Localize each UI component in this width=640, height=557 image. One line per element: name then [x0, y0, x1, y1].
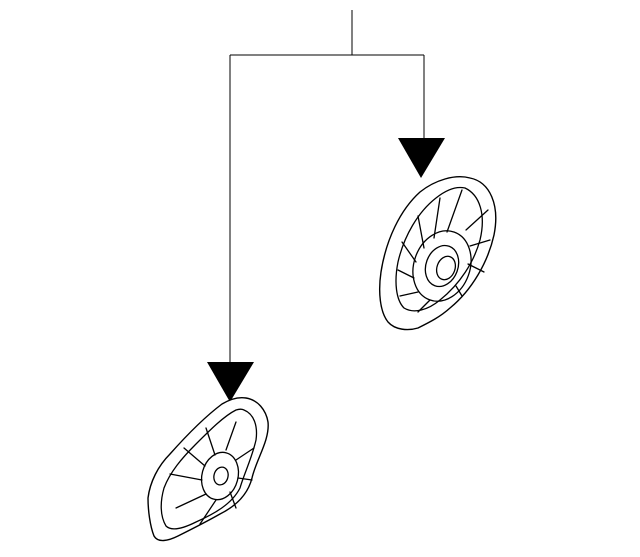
upper-part-hub — [412, 230, 472, 302]
arrow-lower-part — [207, 362, 254, 402]
lower-part-hub — [200, 451, 240, 501]
lower-part-outline — [147, 396, 269, 542]
lower-part-spokes — [169, 421, 255, 525]
upper-part — [379, 176, 497, 331]
lower-part — [147, 396, 269, 542]
arrow-upper-part — [398, 138, 445, 178]
lower-part-inner-rim — [160, 408, 258, 530]
upper-part-inner-rim — [395, 186, 483, 312]
upper-part-outline — [379, 176, 497, 331]
leader-lines — [229, 10, 425, 362]
upper-part-hub-inner — [424, 244, 460, 288]
lower-part-center — [213, 466, 229, 486]
upper-part-center — [435, 255, 457, 281]
